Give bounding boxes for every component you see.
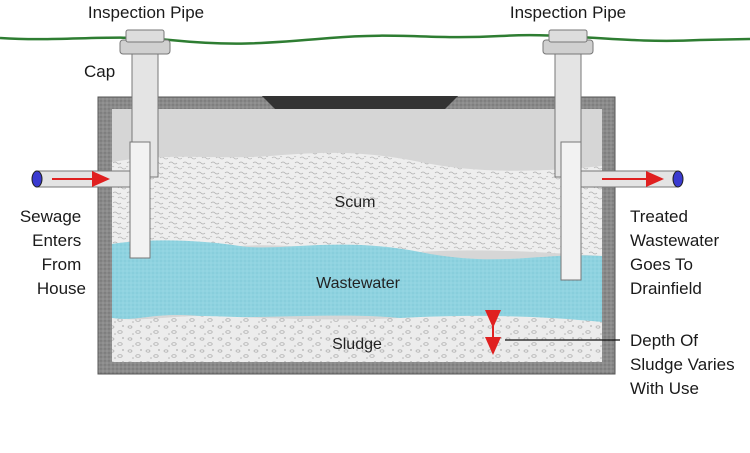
label-inspection-pipe-right: Inspection Pipe bbox=[510, 3, 626, 22]
label-inspection-pipe-left: Inspection Pipe bbox=[88, 3, 204, 22]
label-inlet-line: Enters bbox=[32, 231, 81, 250]
label-sludge-depth-line: With Use bbox=[630, 379, 699, 398]
tank-lid bbox=[262, 96, 458, 109]
outlet-pipe bbox=[560, 141, 684, 281]
label-sludge-depth: Depth Of Sludge Varies With Use bbox=[630, 331, 739, 398]
label-inlet: Sewage Enters From House bbox=[20, 207, 86, 298]
outlet-opening bbox=[672, 170, 684, 188]
label-cap: Cap bbox=[84, 62, 115, 81]
inlet-pipe bbox=[31, 141, 151, 259]
label-wastewater: Wastewater bbox=[316, 275, 401, 292]
scum-layer bbox=[112, 152, 602, 256]
label-outlet-line: Drainfield bbox=[630, 279, 702, 298]
label-outlet-line: Goes To bbox=[630, 255, 693, 274]
inlet-opening bbox=[31, 170, 43, 188]
label-sludge: Sludge bbox=[332, 336, 382, 353]
wastewater-layer bbox=[112, 240, 602, 322]
label-outlet-line: Treated bbox=[630, 207, 688, 226]
label-inlet-line: Sewage bbox=[20, 207, 81, 226]
label-inlet-line: House bbox=[37, 279, 86, 298]
label-outlet-line: Wastewater bbox=[630, 231, 719, 250]
label-inlet-line: From bbox=[42, 255, 82, 274]
label-outlet: Treated Wastewater Goes To Drainfield bbox=[630, 207, 724, 298]
label-sludge-depth-line: Depth Of bbox=[630, 331, 698, 350]
label-sludge-depth-line: Sludge Varies bbox=[630, 355, 735, 374]
label-scum: Scum bbox=[335, 194, 376, 211]
sludge-depth-marker bbox=[485, 310, 620, 355]
ground-line bbox=[0, 33, 750, 45]
sludge-layer bbox=[112, 315, 602, 362]
